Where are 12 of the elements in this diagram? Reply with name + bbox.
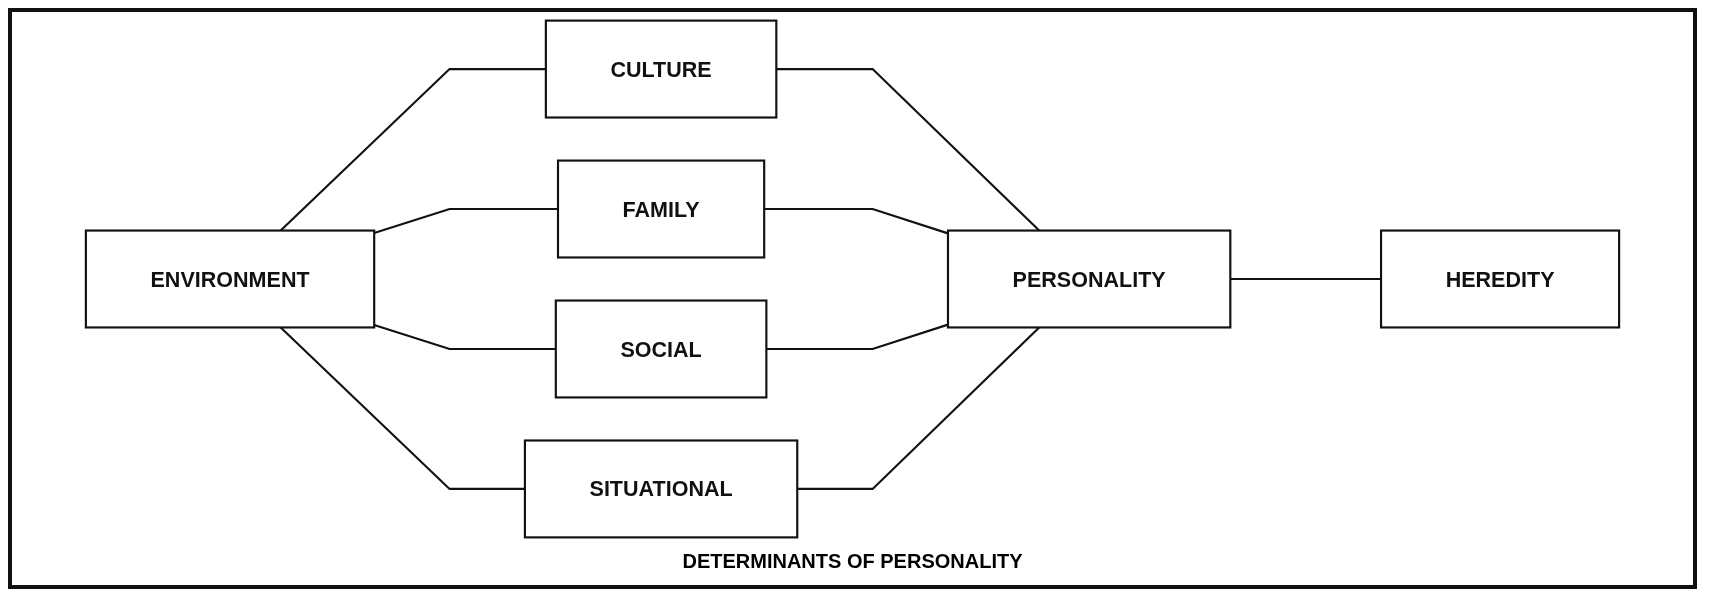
node-box xyxy=(84,229,376,329)
connector xyxy=(373,207,558,235)
diagram-frame: ENVIRONMENT CULTURE FAMILY SOCIAL SITUATIONAL PERSONALITY HEREDITY DETERMINANTS OF PERSONALITY xyxy=(8,8,1697,589)
connector xyxy=(373,323,556,351)
connector xyxy=(1230,277,1382,281)
node-box xyxy=(523,439,799,539)
node-box xyxy=(1379,229,1621,329)
node-box xyxy=(556,159,766,259)
node-box xyxy=(946,229,1232,329)
caption: DETERMINANTS OF PERSONALITY xyxy=(682,550,1023,573)
node-box xyxy=(544,19,778,119)
node-box xyxy=(554,299,768,399)
